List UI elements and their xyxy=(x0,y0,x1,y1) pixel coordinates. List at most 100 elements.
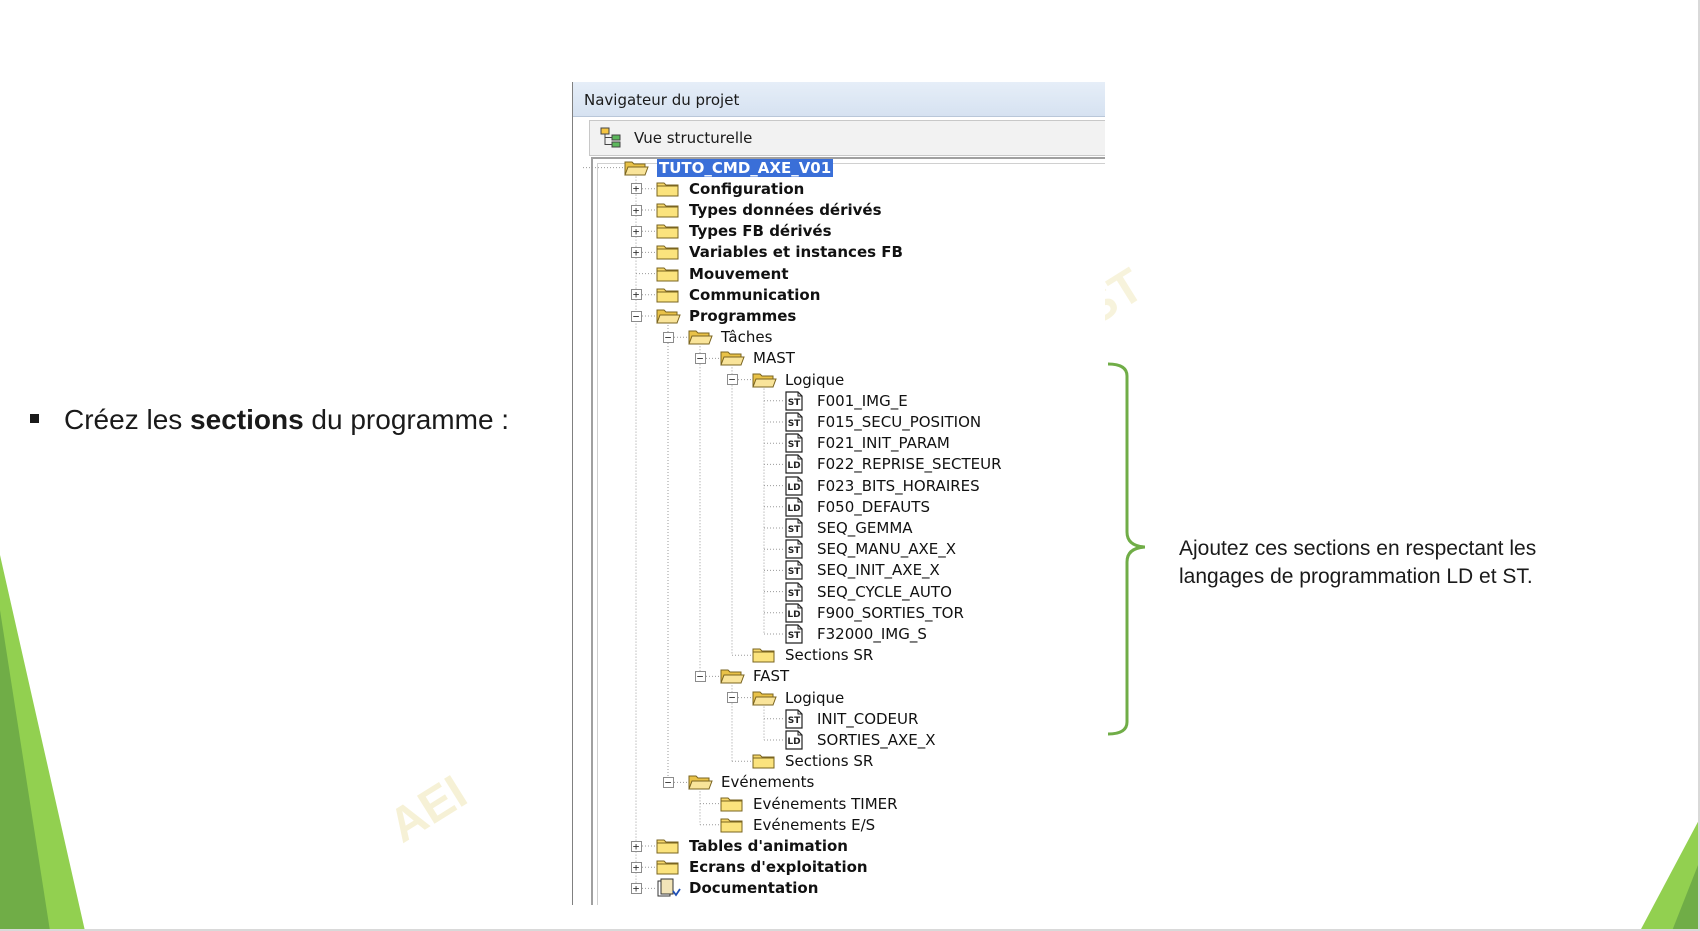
tree-item-label: TUTO_CMD_AXE_V01 xyxy=(657,158,834,177)
collapse-icon[interactable]: − xyxy=(662,776,674,788)
folder-open-icon xyxy=(751,369,777,390)
annotation-note: Ajoutez ces sections en respectant les l… xyxy=(1179,535,1599,591)
tree-item[interactable]: MAST xyxy=(719,348,795,369)
tree-item[interactable]: TUTO_CMD_AXE_V01 xyxy=(623,157,834,178)
tree-item[interactable]: Evénements xyxy=(687,772,814,793)
st-section-icon: ST xyxy=(783,539,809,560)
tree-item[interactable]: Tables d'animation xyxy=(655,836,848,857)
tree-item[interactable]: Logique xyxy=(751,687,844,708)
tree-item-label: Types données dérivés xyxy=(689,201,882,219)
folder-icon xyxy=(655,263,681,284)
st-section-icon: ST xyxy=(783,560,809,581)
folder-open-icon xyxy=(719,348,745,369)
tree-item[interactable]: Logique xyxy=(751,369,844,390)
tree-item[interactable]: Ecrans d'exploitation xyxy=(655,857,868,878)
tree-item[interactable]: LD F022_REPRISE_SECTEUR xyxy=(783,454,1002,475)
folder-icon xyxy=(655,221,681,242)
tree-item[interactable]: Documentation xyxy=(655,878,818,899)
ld-section-icon: LD xyxy=(783,454,809,475)
tree-item-label: Types FB dérivés xyxy=(689,222,832,241)
collapse-icon[interactable]: − xyxy=(694,352,706,364)
view-label: Vue structurelle xyxy=(634,129,753,147)
folder-open-icon xyxy=(687,327,713,348)
collapse-icon[interactable]: − xyxy=(726,374,738,386)
tree-item[interactable]: Configuration xyxy=(655,178,804,199)
tree-item-label: Communication xyxy=(689,285,821,304)
ld-section-icon: LD xyxy=(783,602,809,623)
tree-item[interactable]: Evénements TIMER xyxy=(719,793,898,814)
right-curly-bracket xyxy=(1107,362,1145,736)
expand-icon[interactable]: + xyxy=(630,183,642,195)
tree-item[interactable]: Variables et instances FB xyxy=(655,242,903,263)
ld-section-icon: LD xyxy=(783,730,809,751)
bullet-suffix: du programme : xyxy=(303,404,510,435)
tree-item[interactable]: Sections SR xyxy=(751,645,873,666)
tree-item[interactable]: Sections SR xyxy=(751,751,873,772)
svg-text:ST: ST xyxy=(788,398,801,408)
ld-section-icon: LD xyxy=(783,475,809,496)
expand-icon[interactable]: + xyxy=(630,225,642,237)
documentation-icon xyxy=(655,878,681,899)
tree-item[interactable]: Tâches xyxy=(687,327,772,348)
folder-icon xyxy=(655,242,681,263)
window-titlebar[interactable]: Navigateur du projet xyxy=(573,82,1105,117)
svg-text:ST: ST xyxy=(788,631,801,641)
tree-item[interactable]: Types FB dérivés xyxy=(655,221,832,242)
tree-item[interactable]: FAST xyxy=(719,666,789,687)
tree-item[interactable]: Types données dérivés xyxy=(655,200,882,221)
expand-icon[interactable]: + xyxy=(630,246,642,258)
svg-text:LD: LD xyxy=(787,461,800,471)
structural-view-bar[interactable]: Vue structurelle xyxy=(589,120,1105,156)
st-section-icon: ST xyxy=(783,412,809,433)
collapse-icon[interactable]: − xyxy=(662,331,674,343)
folder-icon xyxy=(655,836,681,857)
window-title: Navigateur du projet xyxy=(584,91,740,109)
expand-icon[interactable]: + xyxy=(630,289,642,301)
tree-item-label: SEQ_MANU_AXE_X xyxy=(817,540,956,559)
tree-item-label: FAST xyxy=(753,667,790,686)
tree-item[interactable]: ST F32000_IMG_S xyxy=(783,624,927,645)
tree-item-label: Sections SR xyxy=(785,646,874,665)
tree-item-label: Configuration xyxy=(689,179,805,198)
expand-icon[interactable]: + xyxy=(630,204,642,216)
tree-item[interactable]: ST SEQ_MANU_AXE_X xyxy=(783,539,956,560)
svg-text:ST: ST xyxy=(788,716,801,726)
tree-item-label: F050_DEFAUTS xyxy=(817,497,930,516)
ld-section-icon: LD xyxy=(783,496,809,517)
svg-text:ST: ST xyxy=(788,567,801,577)
st-section-icon: ST xyxy=(783,624,809,645)
svg-text:ST: ST xyxy=(788,440,801,450)
collapse-icon[interactable]: − xyxy=(694,670,706,682)
folder-icon xyxy=(751,751,777,772)
expand-icon[interactable]: + xyxy=(630,861,642,873)
svg-text:ST: ST xyxy=(788,589,801,599)
st-section-icon: ST xyxy=(783,581,809,602)
tree-item-label: Sections SR xyxy=(785,752,874,771)
collapse-icon[interactable]: − xyxy=(630,310,642,322)
folder-icon xyxy=(719,814,745,835)
tree-item[interactable]: Evénements E/S xyxy=(719,814,875,835)
tree-item-label: F022_REPRISE_SECTEUR xyxy=(817,455,1002,474)
expand-icon[interactable]: + xyxy=(630,840,642,852)
expand-icon[interactable]: + xyxy=(630,882,642,894)
tree-item[interactable]: LD F050_DEFAUTS xyxy=(783,496,930,517)
collapse-icon[interactable]: − xyxy=(726,692,738,704)
tree-item-label: F32000_IMG_S xyxy=(817,625,927,643)
tree-item[interactable]: Mouvement xyxy=(655,263,789,284)
tree-item[interactable]: Programmes xyxy=(655,306,796,327)
st-section-icon: ST xyxy=(783,433,809,454)
folder-open-icon xyxy=(655,306,681,327)
tree-item-label: F021_INIT_PARAM xyxy=(817,434,950,453)
tree-item[interactable]: ST F021_INIT_PARAM xyxy=(783,433,950,454)
annotation-line-1: Ajoutez ces sections en respectant les xyxy=(1179,537,1537,560)
tree-item[interactable]: Communication xyxy=(655,284,820,305)
